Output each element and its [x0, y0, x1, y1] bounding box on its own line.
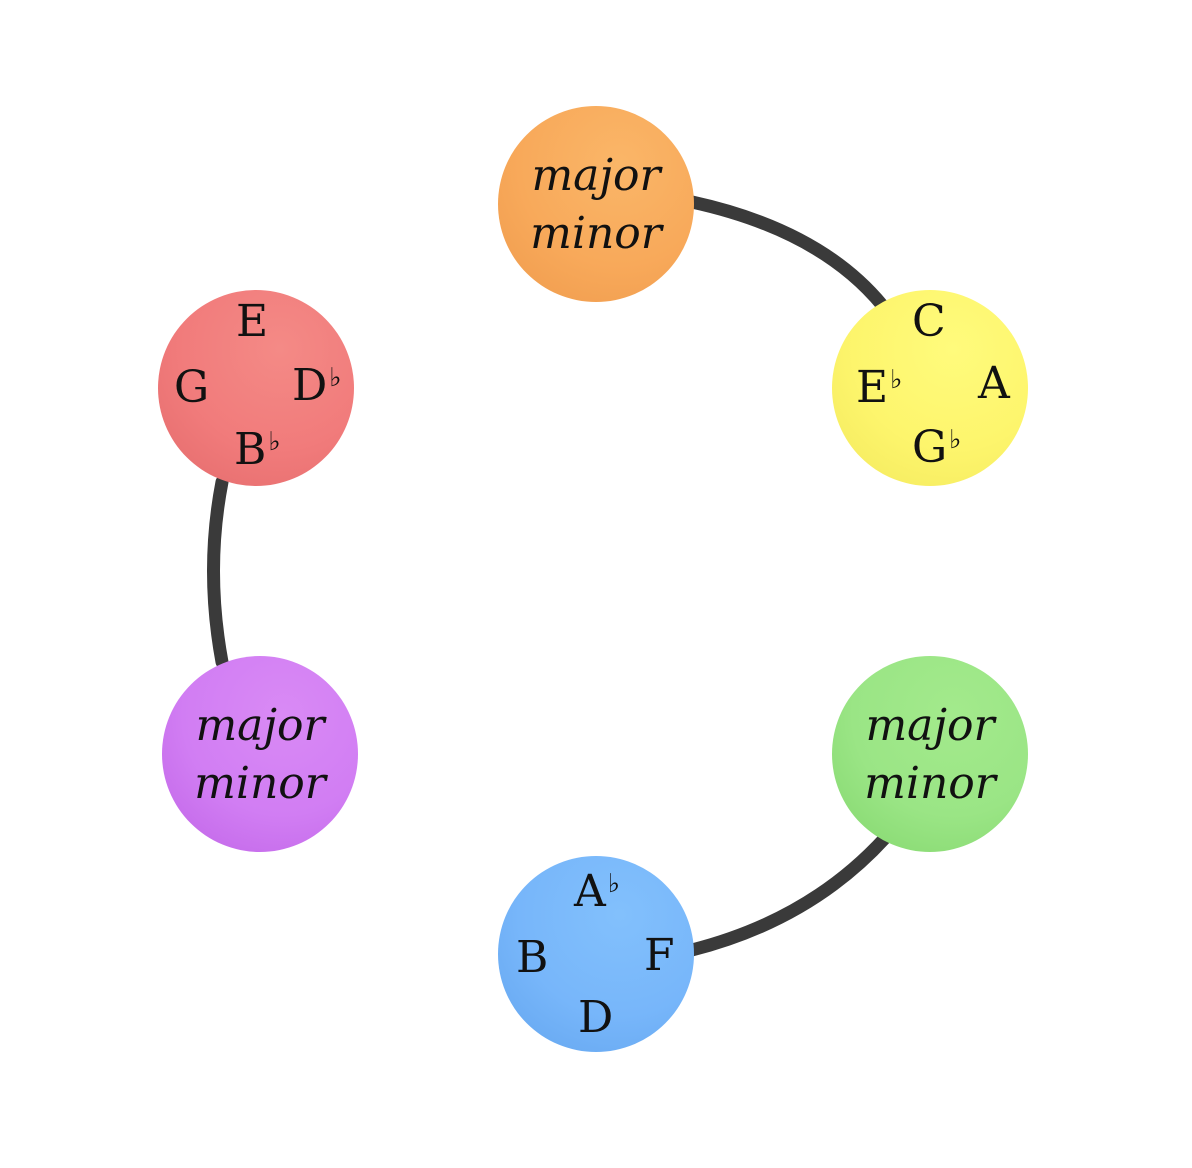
note-bottom: D [578, 996, 613, 1040]
edge-red-purple [207, 475, 229, 669]
note-right: A [978, 362, 1010, 406]
node-orange-line1: major [531, 150, 661, 201]
note-letter: A [574, 866, 606, 917]
edge-green-blue [685, 831, 892, 957]
note-letter: B [516, 932, 549, 983]
node-red: E G D♭ B♭ [158, 290, 354, 486]
note-bottom: B♭ [234, 427, 281, 478]
note-letter: A [978, 358, 1010, 409]
note-left: G [174, 366, 209, 410]
flat-sign: ♭ [329, 363, 342, 393]
node-green-line1: major [865, 700, 995, 751]
node-green: major minor [832, 656, 1028, 852]
note-letter: F [644, 930, 675, 981]
note-top: C [912, 300, 946, 344]
note-top: E [236, 300, 268, 344]
note-letter: B [234, 424, 267, 475]
note-top: A♭ [574, 869, 621, 920]
node-yellow: C E♭ A G♭ [832, 290, 1028, 486]
flat-sign: ♭ [949, 425, 962, 455]
note-letter: D [292, 360, 328, 411]
note-right: F [644, 934, 675, 978]
note-letter: C [912, 296, 946, 347]
note-letter: E [236, 296, 269, 347]
note-letter: G [174, 362, 210, 413]
node-purple-line1: major [195, 700, 325, 751]
edge-orange-yellow [685, 195, 889, 312]
flat-sign: ♭ [268, 427, 281, 457]
node-green-line2: minor [864, 758, 996, 809]
flat-sign: ♭ [607, 869, 621, 899]
note-right: D♭ [292, 363, 342, 414]
node-purple-line2: minor [194, 758, 326, 809]
note-letter: E [856, 362, 889, 413]
node-orange: major minor [498, 106, 694, 302]
note-left: E♭ [856, 365, 903, 416]
note-left: B [516, 936, 548, 980]
note-letter: G [912, 422, 948, 473]
node-purple: major minor [162, 656, 358, 852]
node-orange-line2: minor [530, 208, 662, 259]
note-bottom: G♭ [912, 425, 962, 476]
note-letter: D [578, 992, 614, 1043]
node-blue: A♭ B F D [498, 856, 694, 1052]
flat-sign: ♭ [890, 365, 903, 395]
